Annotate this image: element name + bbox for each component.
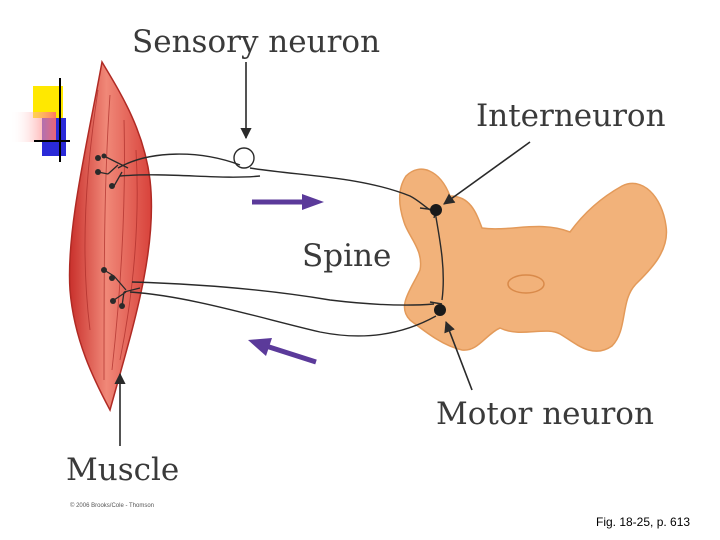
motor-nerve-ending [101, 267, 141, 309]
ornament-red-gradient [10, 112, 56, 142]
muscle-fibers [84, 89, 138, 381]
interneuron-cell-body [430, 204, 442, 216]
interneuron-pointer [443, 141, 531, 205]
motor-neuron-label: Motor neuron [436, 396, 654, 432]
impulse-direction-arrow-inward [252, 194, 324, 210]
spine-label: Spine [302, 238, 391, 274]
sensory-fiber-proximal [117, 153, 241, 169]
sensory-fiber-inner [119, 174, 261, 178]
motor-neuron-pointer [444, 320, 473, 391]
sensory-fiber-distal [249, 167, 431, 211]
slide-ornament [10, 78, 70, 162]
motor-synapse [429, 301, 443, 305]
sensory-ganglion-loop [233, 147, 255, 169]
motor-fiber [129, 291, 437, 337]
motor-fiber-upper [131, 281, 435, 306]
sensory-neuron-label: Sensory neuron [132, 24, 380, 60]
interneuron-label: Interneuron [476, 98, 666, 134]
muscle-label: Muscle [66, 452, 179, 488]
interneuron-fiber [433, 205, 444, 301]
spine-cross-section [399, 168, 668, 352]
figure-reference: Fig. 18-25, p. 613 [596, 515, 690, 529]
sensory-nerve-ending [95, 153, 129, 189]
muscle [68, 59, 153, 413]
muscle-body [68, 59, 153, 413]
copyright-notice: © 2006 Brooks/Cole - Thomson [70, 502, 154, 509]
central-canal [507, 274, 545, 294]
impulse-direction-arrow-outward [248, 338, 317, 365]
motor-neuron-cell-body [434, 304, 446, 316]
